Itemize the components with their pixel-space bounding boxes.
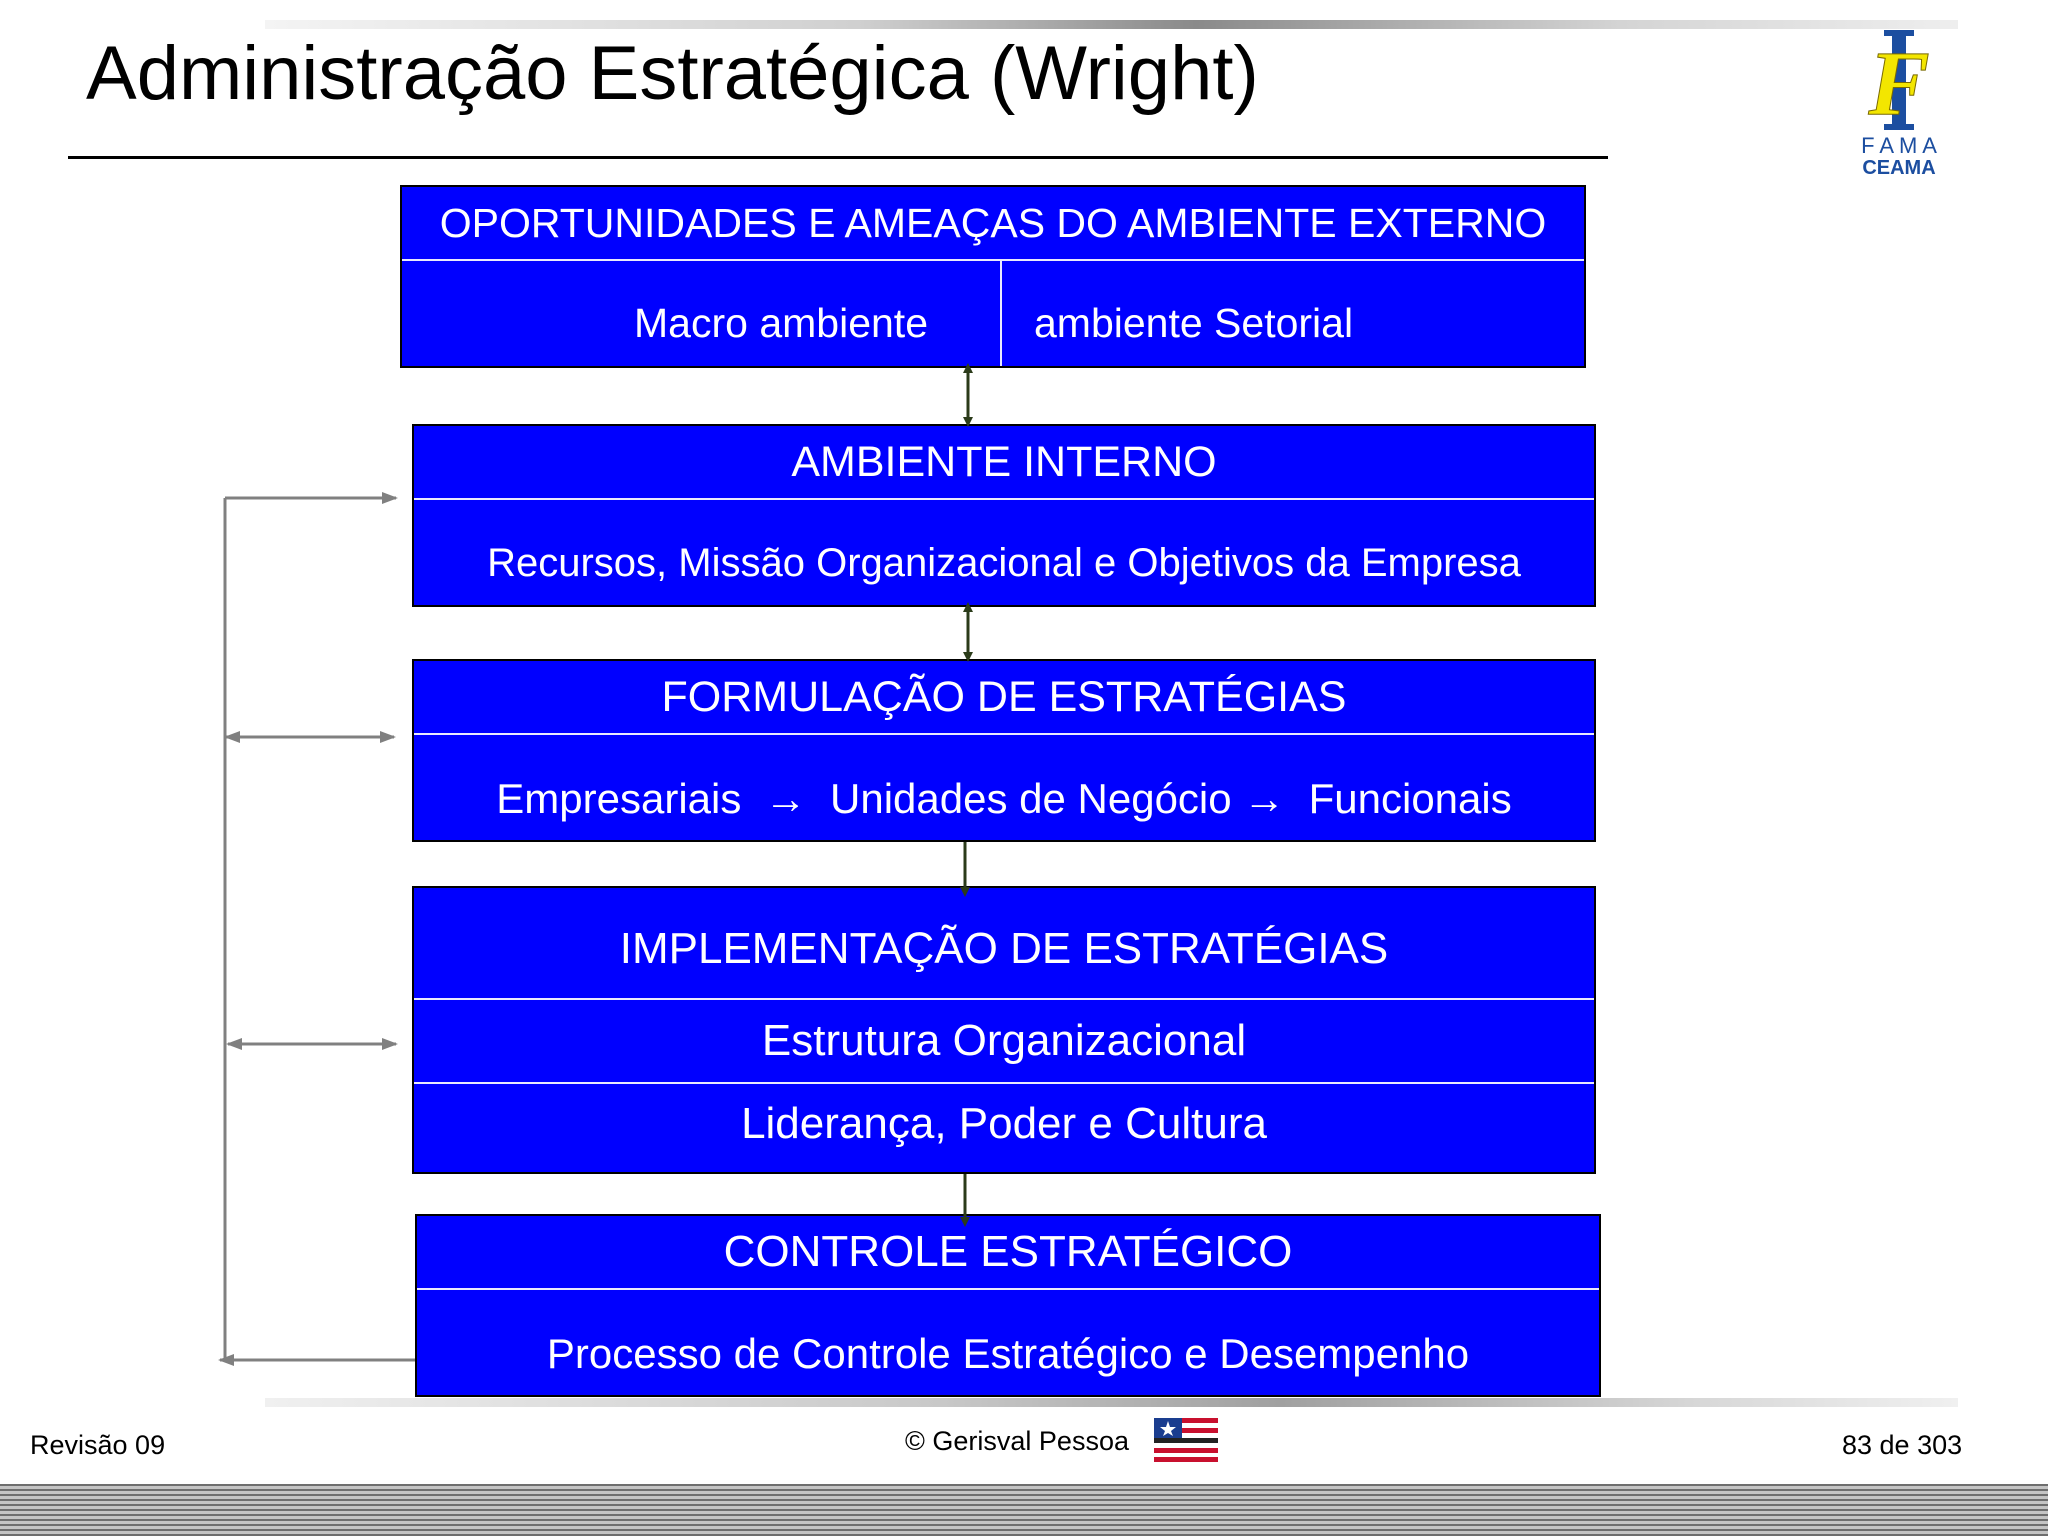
- leadership-power-culture-label: Liderança, Poder e Cultura: [741, 1099, 1267, 1148]
- top-decorative-bar: [265, 20, 1958, 29]
- internal-environment-header: AMBIENTE INTERNO: [791, 437, 1217, 486]
- logo-monogram: F: [1867, 32, 1929, 134]
- slide-title: Administração Estratégica (Wright): [86, 31, 1259, 116]
- box-divider: [414, 998, 1594, 1000]
- bottom-striped-band: [0, 1484, 2048, 1536]
- box-divider: [414, 1082, 1594, 1084]
- logo-fama-text: F A M A: [1861, 133, 1937, 158]
- logo-ceama-text: CEAMA: [1862, 157, 1935, 178]
- strategy-formulation-body: Empresariais → Unidades de Negócio → Fun…: [496, 774, 1512, 822]
- external-environment-box: OPORTUNIDADES E AMEAÇAS DO AMBIENTE EXTE…: [400, 185, 1586, 368]
- box-divider: [402, 259, 1584, 261]
- external-environment-header: OPORTUNIDADES E AMEAÇAS DO AMBIENTE EXTE…: [439, 199, 1547, 246]
- page-number: 83 de 303: [1842, 1430, 1963, 1460]
- bottom-decorative-bar: [265, 1398, 1958, 1407]
- strategy-implementation-box: IMPLEMENTAÇÃO DE ESTRATÉGIAS Estrutura O…: [412, 886, 1596, 1174]
- maranhao-flag-icon: [1154, 1418, 1218, 1462]
- box-divider: [414, 733, 1594, 735]
- strategic-control-body: Processo de Controle Estratégico e Desem…: [546, 1329, 1470, 1377]
- strategic-control-header: CONTROLE ESTRATÉGICO: [723, 1227, 1293, 1276]
- box-divider-vertical: [1000, 261, 1002, 366]
- box-divider: [414, 498, 1594, 500]
- strategic-control-box: CONTROLE ESTRATÉGICO Processo de Control…: [415, 1214, 1601, 1397]
- internal-environment-box: AMBIENTE INTERNO Recursos, Missão Organi…: [412, 424, 1596, 607]
- box-divider: [417, 1288, 1599, 1290]
- strategy-formulation-header: FORMULAÇÃO DE ESTRATÉGIAS: [661, 672, 1347, 721]
- fama-logo-icon: F F A M A CEAMA: [1861, 30, 1937, 179]
- title-underline: [68, 156, 1608, 159]
- macro-environment-label: Macro ambiente: [634, 300, 928, 346]
- strategy-formulation-box: FORMULAÇÃO DE ESTRATÉGIAS Empresariais →…: [412, 659, 1596, 842]
- strategy-implementation-header: IMPLEMENTAÇÃO DE ESTRATÉGIAS: [619, 924, 1389, 973]
- sector-environment-label: ambiente Setorial: [1034, 300, 1354, 346]
- fama-ceama-logo: F F A M A CEAMA: [1834, 28, 1964, 179]
- copyright-author: © Gerisval Pessoa: [905, 1426, 1129, 1456]
- internal-environment-body: Recursos, Missão Organizacional e Objeti…: [487, 541, 1521, 585]
- revision-label: Revisão 09: [30, 1430, 166, 1460]
- organizational-structure-label: Estrutura Organizacional: [761, 1016, 1247, 1065]
